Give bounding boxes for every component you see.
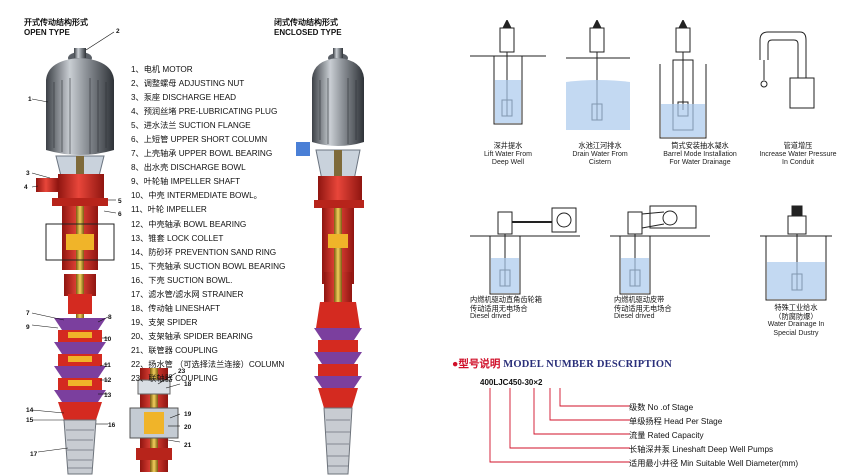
callout-19: 19 (184, 411, 192, 418)
model-description-title: ●型号说明 MODEL NUMBER DESCRIPTION (452, 356, 672, 371)
installation-1-en2: Deep Well (491, 159, 525, 166)
callout-11: 11 (104, 362, 111, 369)
installation-caption-5: 内燃机驱动直角齿轮箱 传动适用无电场合 Diesel drived (470, 295, 574, 322)
installation-4-cn: 管道增压 (783, 141, 813, 150)
installation-scenes-row-2 (470, 205, 832, 301)
enclosed-type-header: 闭式传动结构形式 ENCLOSED TYPE (274, 18, 342, 38)
installation-4-en1: Increase Water Pressure (759, 150, 837, 158)
model-item-head: 单级扬程 Head Per Stage (629, 417, 723, 426)
callout-9: 9 (26, 324, 30, 331)
callout-23: 23 (178, 368, 186, 375)
model-item-stages: 级数 No .of Stage (629, 403, 694, 412)
installation-scenes-row-1 (470, 20, 815, 139)
callout-15: 15 (26, 417, 34, 424)
callout-13: 13 (104, 392, 112, 399)
installation-5-cn2: 传动适用无电场合 (470, 303, 528, 313)
parts-list-item: 7、上壳轴承 UPPER BOWL BEARING (131, 149, 273, 159)
callout-21: 21 (184, 442, 192, 449)
callout-7: 7 (26, 310, 30, 317)
parts-list-item: 2、调整螺母 ADJUSTING NUT (131, 79, 245, 89)
callout-5: 5 (118, 198, 122, 205)
installation-7-en1: Water Drainage In (767, 321, 825, 328)
model-title-en: MODEL NUMBER DESCRIPTION (503, 359, 672, 370)
parts-list-item: 8、出水壳 DISCHARGE BOWL (131, 163, 246, 173)
model-code: 400LJC450-30×2 (480, 378, 543, 387)
installation-caption-6: 内燃机驱动皮带 传动适用无电场合 Diesel drived (614, 295, 718, 322)
parts-list-item: 9、叶轮轴 IMPELLER SHAFT (131, 177, 241, 187)
parts-list-item: 20、支架轴承 SPIDER BEARING (131, 331, 253, 341)
model-code-leader-lines (489, 388, 630, 463)
installation-3-cn: 筒式安装抽水凝水 (671, 141, 729, 150)
coupling-detail-illustration (129, 368, 181, 472)
parts-list-item: 21、联管器 COUPLING (131, 345, 218, 355)
parts-list-item: 22、扬水管 （可选择法兰连接）COLUMN (131, 359, 285, 369)
installation-3-en1: Barrel Mode Installation (663, 150, 737, 158)
installation-3-en2: For Water Drainage (669, 159, 731, 166)
model-title-cn: 型号说明 (458, 358, 501, 370)
callout-20: 20 (184, 424, 192, 431)
callout-18: 18 (184, 381, 192, 388)
callout-1: 1 (28, 96, 32, 103)
parts-list-item: 4、预润丝堵 PRE-LUBRICATING PLUG (131, 107, 278, 117)
installation-1-en1: Lift Water From (484, 150, 532, 158)
parts-list-item: 23、联轴器 COUPLING (131, 374, 218, 384)
installation-7-en2: Special Dustry (773, 329, 819, 337)
bullet-dot-icon: ● (452, 358, 459, 370)
installation-4-en2: In Conduit (782, 159, 814, 166)
enclosed-type-pump-illustration (296, 48, 364, 475)
installation-6-en1: Diesel drived (614, 313, 655, 320)
installation-5-en1: Diesel drived (470, 313, 511, 320)
parts-list-item: 18、传动轴 LINESHAFT (131, 303, 221, 313)
installation-2-cn: 水池江河排水 (578, 141, 622, 150)
parts-list-item: 14、防砂环 PREVENTION SAND RING (131, 247, 277, 257)
callout-17: 17 (30, 451, 38, 458)
open-type-header-cn: 开式传动结构形式 (24, 18, 88, 27)
open-type-header-en: OPEN TYPE (24, 28, 70, 37)
model-item-well-diameter: 适用最小井径 Min Suitable Well Diameter(mm) (629, 459, 799, 468)
model-item-pump-type: 长轴深井泵 Lineshaft Deep Well Pumps (629, 445, 774, 454)
callout-4: 4 (24, 184, 28, 191)
installation-caption-1: 深井提水 Lift Water From Deep Well (466, 141, 550, 168)
callout-3: 3 (26, 170, 30, 177)
installation-1-cn: 深井提水 (493, 141, 523, 150)
parts-list-item: 11、叶轮 IMPELLER (131, 205, 207, 215)
open-type-header: 开式传动结构形式 OPEN TYPE (24, 18, 88, 38)
installation-caption-7: 特殊工业给水 （防腐防爆） Water Drainage In Special … (748, 303, 844, 338)
parts-list-item: 19、支架 SPIDER (131, 317, 198, 327)
parts-list-item: 6、上短管 UPPER SHORT COLUMN (131, 135, 268, 145)
enclosed-type-header-en: ENCLOSED TYPE (274, 28, 342, 37)
callout-8: 8 (108, 314, 112, 321)
model-item-capacity: 流量 Rated Capacity (629, 431, 704, 440)
callout-6: 6 (118, 211, 122, 218)
callout-2: 2 (116, 28, 120, 35)
callout-16: 16 (108, 422, 116, 429)
open-type-pump-illustration (31, 31, 117, 475)
callout-14: 14 (26, 407, 34, 414)
installation-6-cn2: 传动适用无电场合 (614, 303, 672, 313)
parts-list-item: 5、进水法兰 SUCTION FLANGE (131, 121, 251, 131)
parts-list-item: 3、泵座 DISCHARGE HEAD (131, 93, 237, 103)
installation-5-cn: 内燃机驱动直角齿轮箱 (470, 295, 542, 304)
parts-list-item: 10、中壳 INTERMEDIATE BOWL。 (131, 191, 262, 201)
installation-caption-3: 筒式安装抽水凝水 Barrel Mode Installation For Wa… (648, 141, 752, 168)
enclosed-type-header-cn: 闭式传动结构形式 (274, 18, 338, 27)
parts-list-item: 17、滤水管/滤水网 STRAINER (131, 289, 244, 299)
installation-caption-2: 水池江河排水 Drain Water From Cistern (558, 141, 642, 168)
callout-10: 10 (104, 336, 112, 343)
installation-7-cn: 特殊工业给水 (774, 303, 818, 312)
parts-list-item: 15、下壳轴承 SUCTION BOWL BEARING (131, 261, 286, 271)
parts-list-item: 1、电机 MOTOR (131, 65, 193, 74)
installation-2-en1: Drain Water From (572, 150, 628, 158)
parts-list-item: 12、中壳轴承 BOWL BEARING (131, 219, 247, 229)
installation-2-en2: Cistern (588, 159, 612, 166)
parts-list-item: 16、下壳 SUCTION BOWL. (131, 275, 233, 285)
parts-list: 1、电机 MOTOR 2、调整螺母 ADJUSTING NUT 3、泵座 DISCH… (131, 63, 306, 386)
parts-list-item: 13、锥套 LOCK COLLET (131, 233, 224, 243)
installation-6-cn: 内燃机驱动皮带 (614, 295, 665, 304)
callout-12: 12 (104, 377, 112, 384)
installation-7-cn2: （防腐防爆） (774, 311, 818, 321)
installation-caption-4: 管道增压 Increase Water Pressure In Conduit (748, 141, 848, 168)
